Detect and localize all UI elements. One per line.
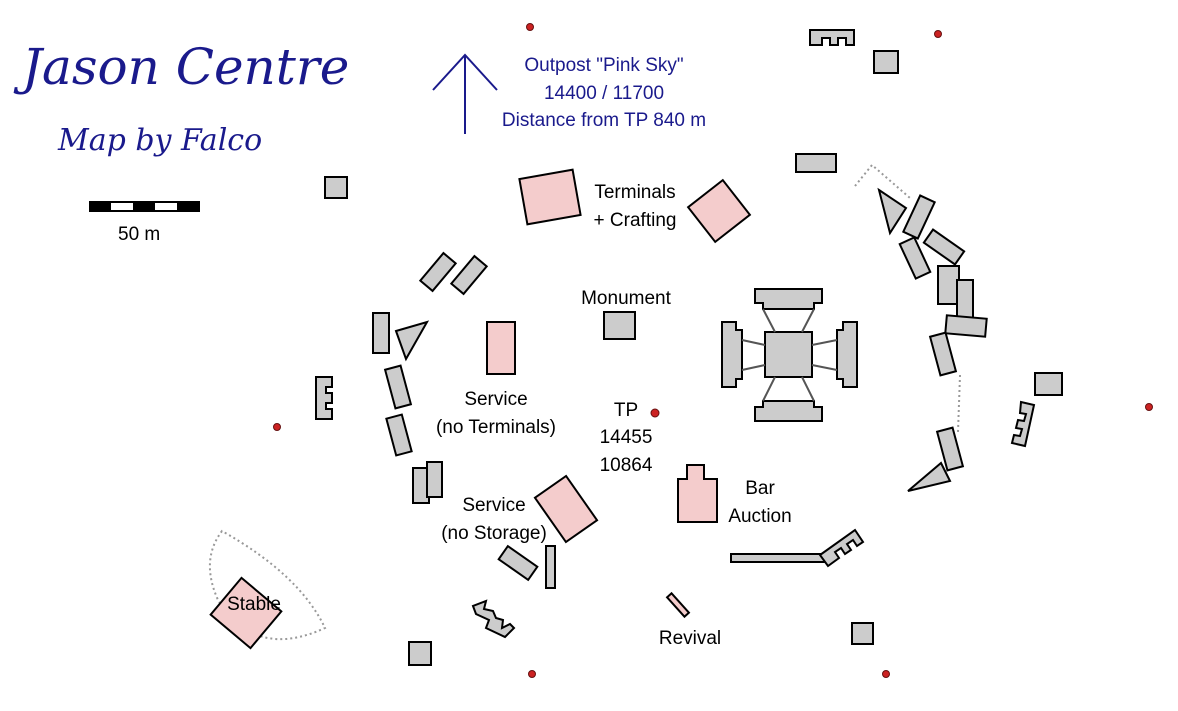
label-auction: Auction xyxy=(728,506,791,527)
markers xyxy=(273,23,1153,678)
scale-bar xyxy=(89,201,200,212)
label-stable: Stable xyxy=(227,594,281,615)
label-service-b-2: (no Storage) xyxy=(441,523,547,544)
pink-buildings xyxy=(209,168,752,650)
service-building-b xyxy=(533,474,599,544)
boundary-east xyxy=(854,163,911,199)
label-service-a-2: (no Terminals) xyxy=(436,417,556,438)
label-tp-2: 14455 xyxy=(600,427,653,448)
north-line-1: Outpost "Pink Sky" xyxy=(524,55,683,76)
stable-building xyxy=(209,576,283,650)
label-revival: Revival xyxy=(659,628,721,649)
scale-label: 50 m xyxy=(118,224,160,245)
label-bar: Bar xyxy=(745,478,775,499)
north-line-3: Distance from TP 840 m xyxy=(502,110,706,131)
tp-marker xyxy=(650,408,660,418)
stable-paddock xyxy=(208,529,327,641)
north-arrow-icon xyxy=(432,53,498,134)
label-service-a-1: Service xyxy=(464,389,527,410)
north-line-2: 14400 / 11700 xyxy=(544,83,664,104)
service-building-a xyxy=(486,321,516,375)
label-service-b-1: Service xyxy=(462,495,525,516)
boundary-east-lower xyxy=(957,374,961,433)
label-terminals-2: + Crafting xyxy=(594,210,677,231)
gray-buildings xyxy=(315,29,1063,666)
terminals-building-b xyxy=(686,178,752,244)
terminals-building-a xyxy=(518,168,582,226)
label-terminals-1: Terminals xyxy=(594,182,675,203)
revival-building xyxy=(665,591,691,619)
map-title: Jason Centre xyxy=(13,38,349,96)
label-tp-1: TP xyxy=(614,400,638,421)
label-monument: Monument xyxy=(581,288,671,309)
map-subtitle: Map by Falco xyxy=(57,123,262,158)
bar-auction-building xyxy=(677,464,718,523)
label-tp-3: 10864 xyxy=(600,455,653,476)
